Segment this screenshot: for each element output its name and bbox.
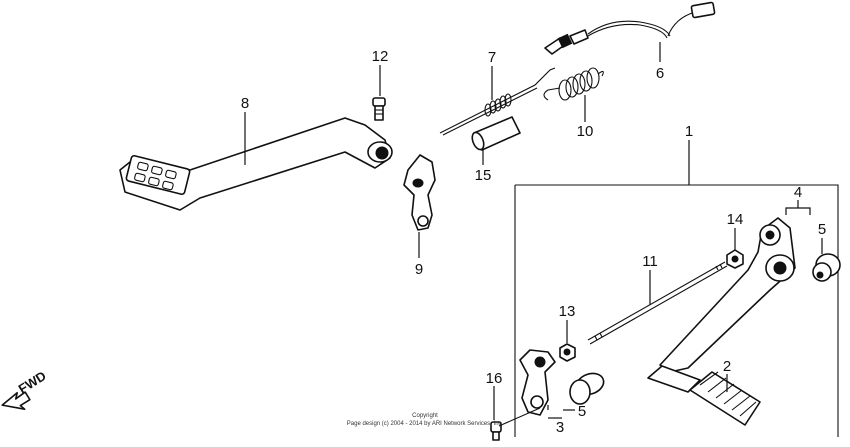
fwd-label: FWD	[16, 368, 49, 396]
callout-5-upper: 5	[818, 221, 826, 238]
nut-14	[726, 249, 744, 269]
shift-lever	[647, 217, 796, 393]
callout-13: 13	[559, 303, 576, 320]
bolt-16	[490, 407, 541, 441]
fwd-arrow-icon	[1, 391, 31, 410]
callout-7: 7	[488, 49, 496, 66]
shift-pedal-rubber	[689, 371, 761, 426]
clamp-bracket	[403, 154, 436, 231]
copyright-line-2: Page design (c) 2004 - 2014 by ARI Netwo…	[347, 421, 504, 427]
callout-8: 8	[241, 95, 249, 112]
assembly-box	[514, 184, 839, 437]
callout-numbers: 1 2 3 4 5 5 6 7 8 9 10 11 12 13 14 15 16	[241, 48, 826, 436]
callout-1: 1	[685, 123, 693, 140]
callout-6: 6	[656, 65, 664, 82]
callout-2: 2	[723, 358, 731, 375]
joint-upper	[812, 253, 841, 282]
shift-rod	[587, 261, 728, 345]
callout-14: 14	[727, 211, 744, 228]
callout-9: 9	[415, 261, 423, 278]
copyright-line-1: Copyright	[412, 413, 438, 419]
callout-12: 12	[372, 48, 389, 65]
callout-10: 10	[577, 123, 594, 140]
callout-4: 4	[794, 184, 802, 201]
brake-switch-cable	[544, 1, 716, 55]
callout-3: 3	[556, 419, 564, 436]
spring-rod	[439, 67, 556, 136]
copyright-notice: Copyright Page design (c) 2004 - 2014 by…	[347, 413, 504, 427]
nut-13	[559, 343, 576, 362]
return-spring	[543, 67, 604, 101]
callout-11: 11	[642, 253, 658, 270]
brake-pedal-arm	[119, 117, 393, 211]
collar-sleeve	[471, 116, 521, 151]
callout-16: 16	[486, 370, 503, 387]
callout-5-lower: 5	[578, 403, 586, 420]
tie-rod-end	[519, 349, 556, 416]
callout-15: 15	[475, 167, 492, 184]
joint-lower	[569, 372, 605, 405]
leader-lines	[244, 42, 823, 420]
fwd-indicator: FWD	[1, 368, 49, 410]
bolt-12	[372, 97, 386, 121]
